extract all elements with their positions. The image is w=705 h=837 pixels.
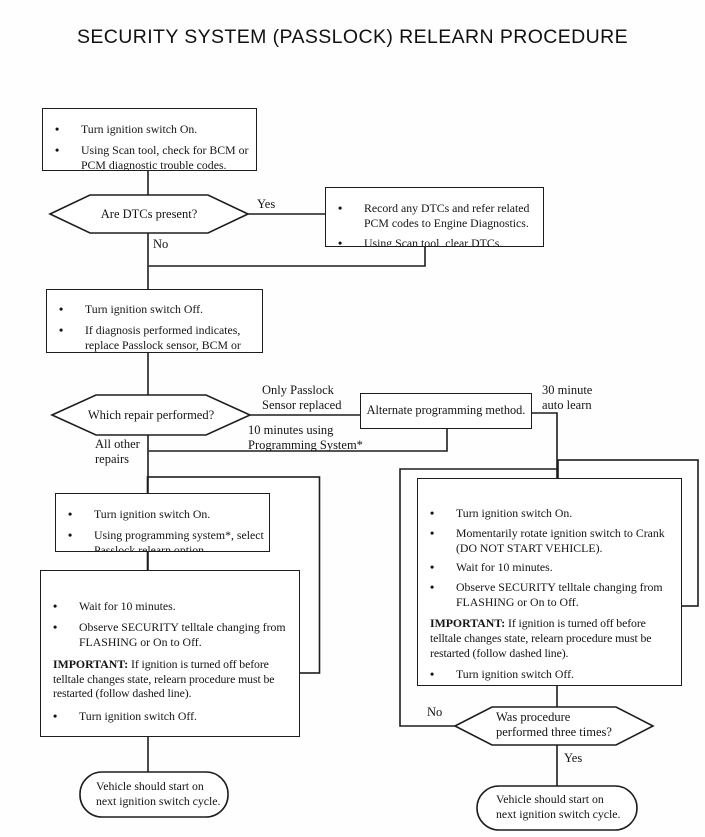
box-left-wait: •Wait for 10 minutes. •Observe SECURITY … <box>40 570 300 737</box>
bullet-icon: • <box>68 527 73 542</box>
edge-label-all-other: All other repairs <box>95 437 140 466</box>
list-item: •If diagnosis performed indicates, repla… <box>59 322 241 352</box>
important-note: IMPORTANT: If ignition is turned off bef… <box>53 657 275 701</box>
bullet-icon: • <box>338 201 343 215</box>
bullet-icon: • <box>338 236 343 247</box>
bullet-icon: • <box>59 302 64 316</box>
list-item: •Turn ignition switch On. <box>430 506 573 520</box>
oval-left-result <box>79 771 229 818</box>
box-ignition-off: •Turn ignition switch Off. •If diagnosis… <box>46 289 263 353</box>
box-right-procedure: •Turn ignition switch On. •Momentarily r… <box>417 478 682 686</box>
connector-three-no-loop <box>399 468 558 727</box>
bullet-icon: • <box>55 122 60 136</box>
list-item: •Wait for 10 minutes. <box>53 599 176 613</box>
bullet-icon: • <box>430 580 435 594</box>
page-title: SECURITY SYSTEM (PASSLOCK) RELEARN PROCE… <box>76 26 629 48</box>
list-item: •Using Scan tool, check for BCM or PCM d… <box>55 142 249 171</box>
decision-three-times-label: Was procedure performed three times? <box>496 710 612 739</box>
edge-label-yes: Yes <box>257 197 276 211</box>
hexagon-which-repair <box>50 394 252 436</box>
box-left-setup: •Turn ignition switch On. •Using program… <box>55 493 270 552</box>
list-item: •Wait for 10 minutes. <box>430 560 553 575</box>
bullet-icon: • <box>68 507 73 521</box>
bullet-icon: • <box>430 560 435 575</box>
list-item: •Momentarily rotate ignition switch to C… <box>430 525 665 555</box>
important-label: IMPORTANT: <box>53 657 129 672</box>
left-result-label: Vehicle should start on next ignition sw… <box>96 779 221 809</box>
list-item: •Using programming system*, select Passl… <box>68 527 264 552</box>
list-item: •Turn ignition switch Off. <box>430 667 574 682</box>
important-label: IMPORTANT: <box>430 616 506 631</box>
decision-dtc-label: Are DTCs present? <box>100 207 198 221</box>
box-alternate-label: Alternate programming method. <box>366 403 526 418</box>
box-record-dtcs: •Record any DTCs and refer related PCM c… <box>325 187 544 247</box>
edge-label-ten-minutes: 10 minutes using Programming System* <box>248 423 363 452</box>
edge-label-three-no: No <box>427 705 443 719</box>
edge-label-thirty-minute: 30 minute auto learn <box>542 383 593 412</box>
right-result-label: Vehicle should start on next ignition sw… <box>496 792 621 822</box>
list-item: •Turn ignition switch Off. <box>53 709 197 723</box>
list-item: •Turn ignition switch On. <box>68 507 211 521</box>
list-item: •Observe SECURITY telltale changing from… <box>53 619 286 649</box>
oval-right-result <box>476 785 638 831</box>
list-item: •Record any DTCs and refer related PCM c… <box>338 201 530 230</box>
hexagon-three-times <box>453 706 655 746</box>
bullet-icon: • <box>53 599 58 613</box>
edge-label-no: No <box>153 237 169 251</box>
list-item: •Turn ignition switch Off. <box>59 302 203 316</box>
decision-repair-label: Which repair performed? <box>87 408 215 422</box>
bullet-icon: • <box>430 506 435 520</box>
bullet-icon: • <box>430 525 435 540</box>
bullet-icon: • <box>59 322 64 337</box>
connector-ten-minutes <box>148 429 448 452</box>
box-alternate-method: Alternate programming method. <box>360 393 532 429</box>
connector-record-return <box>148 247 426 267</box>
bullet-icon: • <box>53 619 58 634</box>
hexagon-dtc-present <box>48 194 250 234</box>
box-start-checks: •Turn ignition switch On. •Using Scan to… <box>42 108 257 171</box>
bullet-icon: • <box>430 667 435 682</box>
important-note: IMPORTANT: If ignition is turned off bef… <box>430 616 652 660</box>
list-item: •Turn ignition switch On. <box>55 122 198 136</box>
edge-label-three-yes: Yes <box>564 751 583 765</box>
list-item: •Using Scan tool, clear DTCs. <box>326 236 543 247</box>
bullet-icon: • <box>55 142 60 157</box>
list-item: •Observe SECURITY telltale changing from… <box>430 580 663 609</box>
edge-label-only-passlock: Only Passlock Sensor replaced <box>262 383 342 412</box>
bullet-icon: • <box>53 709 58 723</box>
connector-thirty-minute <box>532 412 558 478</box>
